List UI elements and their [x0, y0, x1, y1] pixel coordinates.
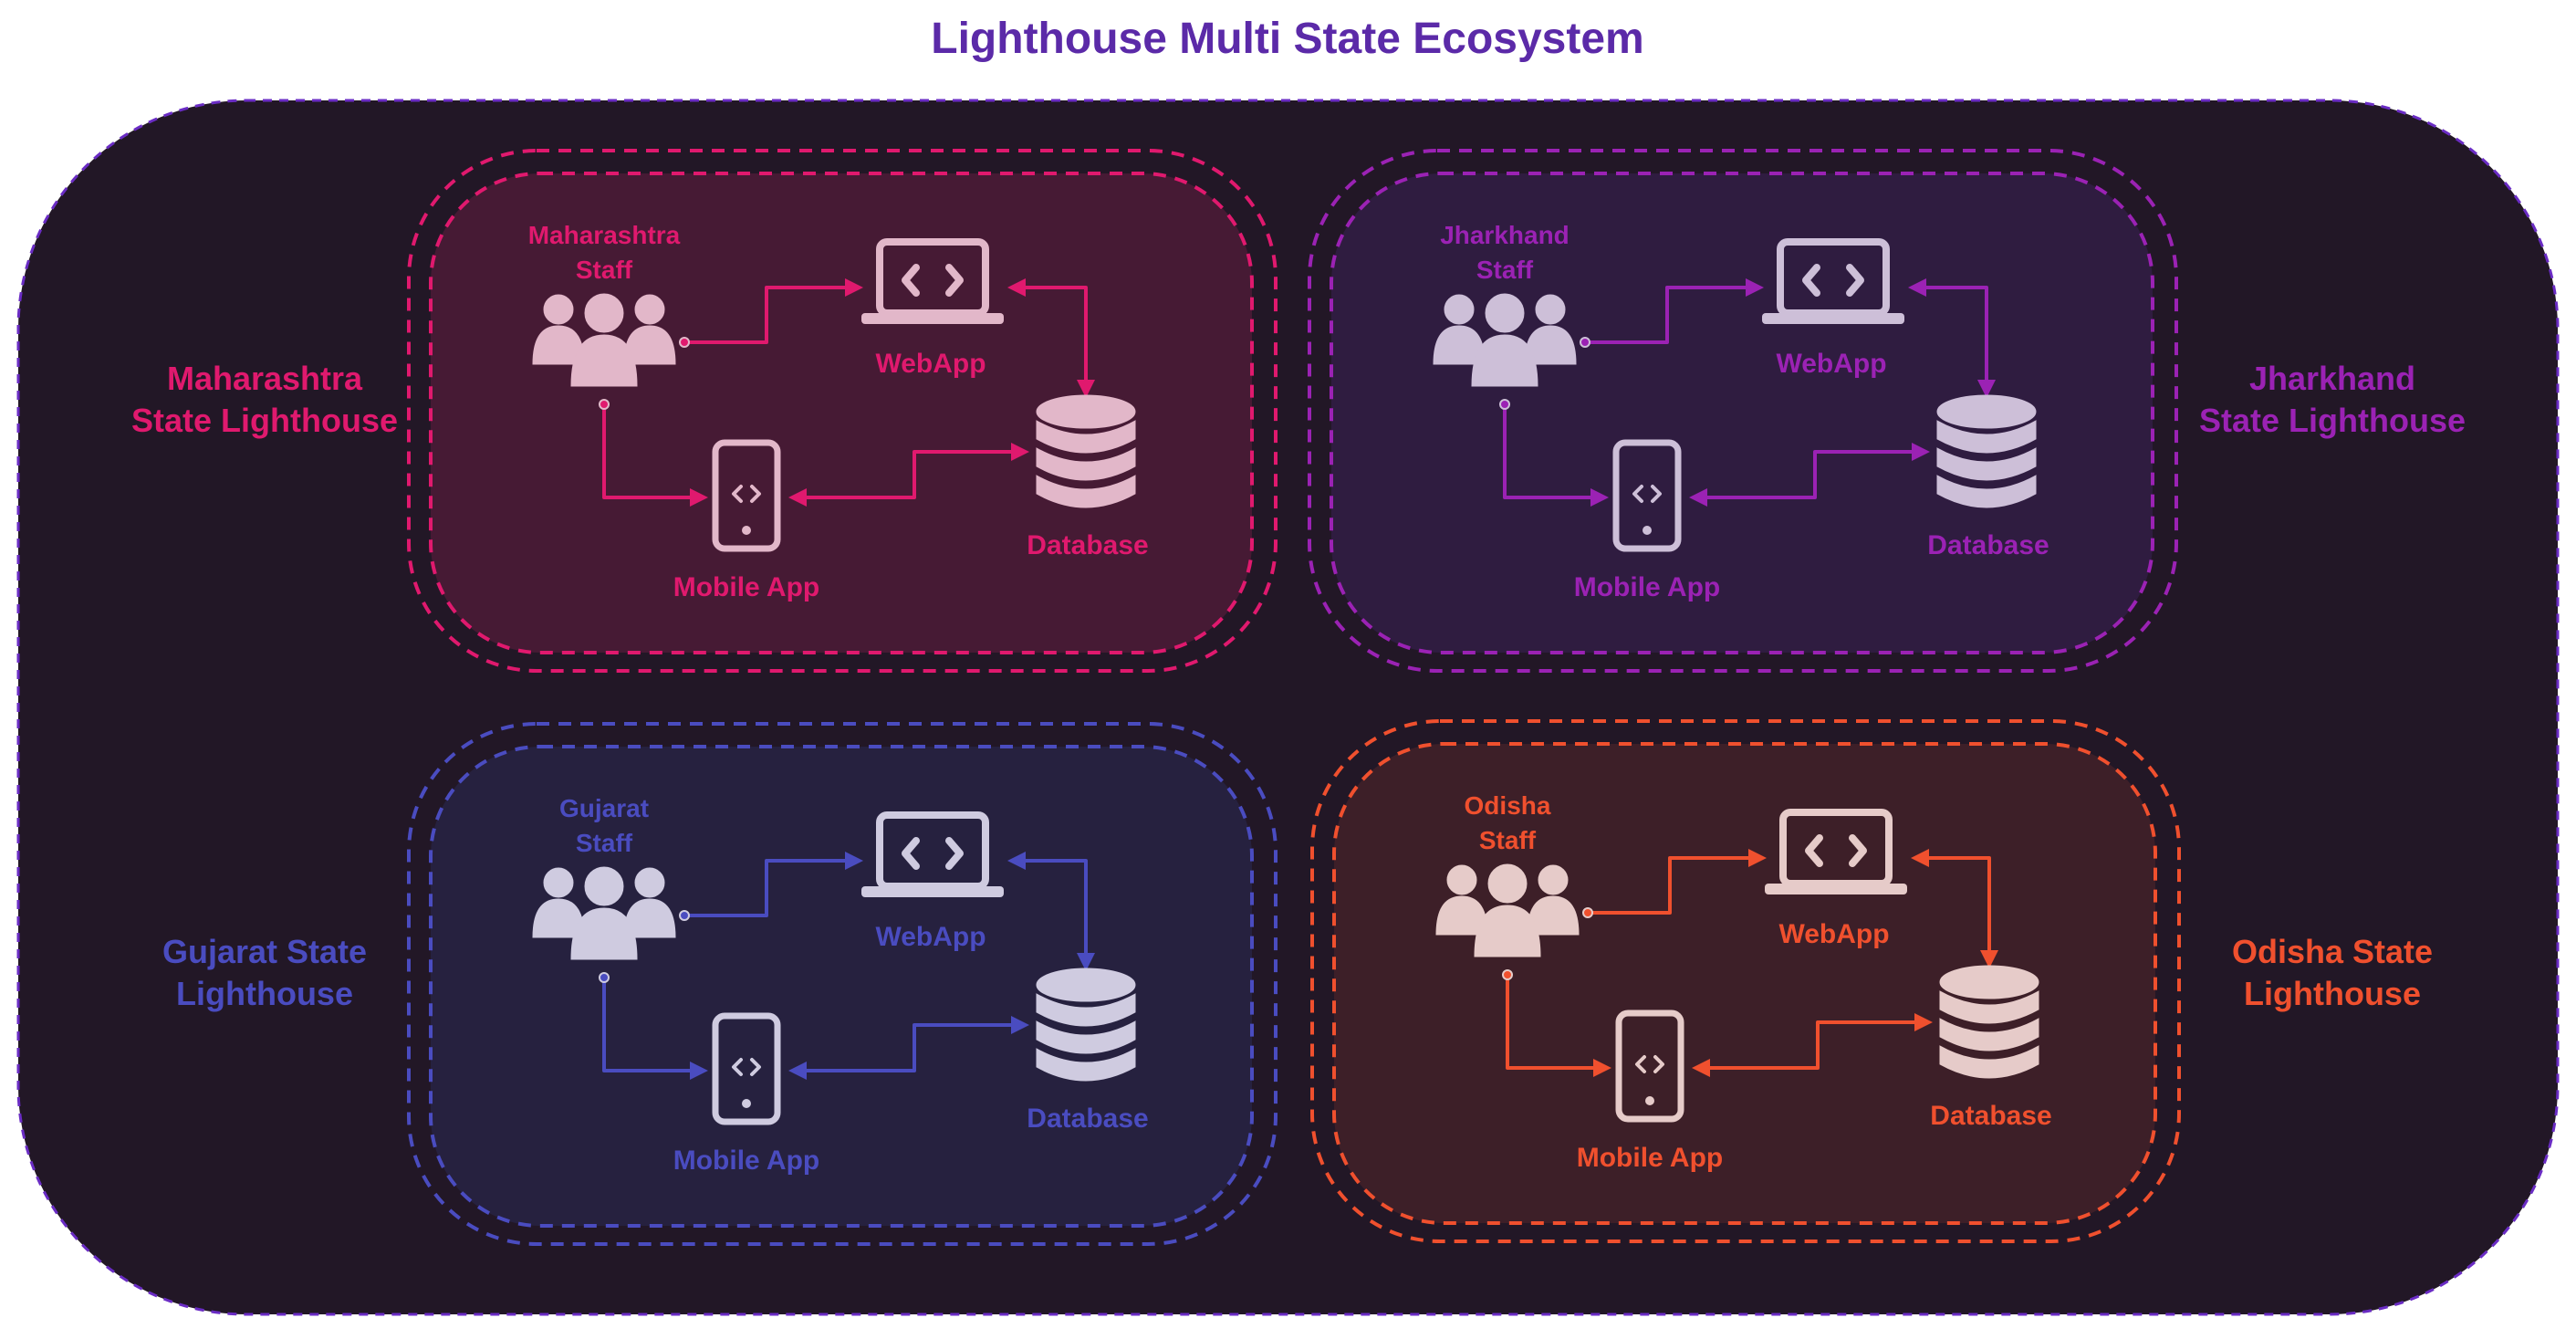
staff-label: Staff: [576, 256, 633, 284]
webapp-label: WebApp: [1776, 349, 1886, 379]
state-label-maharashtra: State Lighthouse: [131, 402, 398, 439]
connector-dot: [1499, 399, 1510, 410]
connector-webapp-database: [1007, 852, 1095, 971]
state-label-gujarat: Lighthouse: [176, 975, 353, 1012]
connector-dot: [599, 972, 610, 983]
database-label: Database: [1027, 530, 1148, 560]
connector-webapp-database: [1908, 278, 1996, 398]
mobile-app-label: Mobile App: [1574, 572, 1721, 602]
connector-staff-mobile: [602, 978, 708, 1080]
connector-staff-mobile: [602, 404, 708, 507]
connector-staff-webapp: [686, 278, 863, 344]
webapp-label: WebApp: [875, 922, 986, 952]
connector-staff-webapp: [686, 852, 863, 917]
mobile-app-label: Mobile App: [673, 1145, 820, 1176]
database-label: Database: [1027, 1104, 1148, 1134]
connector-staff-webapp: [1587, 278, 1764, 344]
connector-database-mobile: [788, 1016, 1029, 1080]
database-label: Database: [1927, 530, 2049, 560]
connector-webapp-database: [1007, 278, 1095, 398]
staff-label: Staff: [1479, 826, 1537, 854]
connector-dot: [1502, 969, 1513, 980]
connector-dot: [1582, 907, 1593, 918]
staff-label: Staff: [1476, 256, 1534, 284]
page-title: Lighthouse Multi State Ecosystem: [931, 15, 1643, 63]
state-label-odisha: Lighthouse: [2244, 975, 2421, 1012]
connector-database-mobile: [1692, 1013, 1933, 1077]
connector-database-mobile: [1689, 443, 1930, 507]
panel-outer-odisha: [1310, 719, 2181, 1243]
webapp-label: WebApp: [1778, 919, 1889, 949]
panel-outer-maharashtra: [407, 149, 1278, 673]
state-label-odisha: Odisha State: [2232, 933, 2433, 970]
mobile-app-label: Mobile App: [1577, 1143, 1724, 1173]
webapp-label: WebApp: [875, 349, 986, 379]
staff-label: Odisha: [1465, 791, 1551, 820]
state-label-maharashtra: Maharashtra: [167, 360, 363, 397]
connector-dot: [679, 910, 690, 921]
connector-dot: [679, 337, 690, 348]
staff-label: Staff: [576, 829, 633, 857]
staff-label: Jharkhand: [1440, 221, 1570, 249]
connector-dot: [1580, 337, 1590, 348]
state-label-gujarat: Gujarat State: [162, 933, 367, 970]
state-label-jharkhand: State Lighthouse: [2199, 402, 2466, 439]
connector-staff-webapp: [1590, 849, 1767, 915]
connector-database-mobile: [788, 443, 1029, 507]
mobile-app-label: Mobile App: [673, 572, 820, 602]
connector-webapp-database: [1911, 849, 1998, 968]
connector-staff-mobile: [1506, 975, 1611, 1077]
panel-outer-gujarat: [407, 722, 1278, 1246]
panel-outer-jharkhand: [1308, 149, 2178, 673]
staff-label: Gujarat: [559, 794, 649, 822]
connector-staff-mobile: [1503, 404, 1609, 507]
staff-label: Maharashtra: [528, 221, 681, 249]
connector-dot: [599, 399, 610, 410]
state-label-jharkhand: Jharkhand: [2249, 360, 2415, 397]
database-label: Database: [1930, 1101, 2051, 1131]
